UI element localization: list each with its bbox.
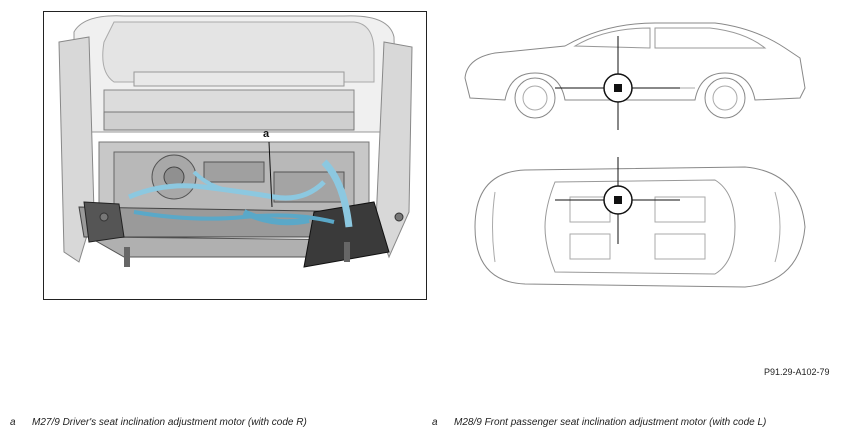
- vehicle-top-view-icon: [474, 157, 806, 288]
- callout-label-a: a: [263, 128, 270, 140]
- seat-illustration-panel: a: [43, 11, 427, 300]
- vehicle-side-view: [455, 18, 815, 138]
- figure-reference-code: P91.29-A102-79: [764, 367, 830, 377]
- vehicle-side-view-icon: [464, 22, 806, 130]
- vehicle-top-view: [455, 152, 815, 302]
- legend-key: a: [10, 417, 16, 428]
- seat-frame-illustration: [58, 15, 413, 268]
- legend-key: a: [432, 417, 438, 428]
- legend-text: M27/9 Driver's seat inclination adjustme…: [32, 417, 307, 428]
- legend-text: M28/9 Front passenger seat inclination a…: [454, 417, 767, 428]
